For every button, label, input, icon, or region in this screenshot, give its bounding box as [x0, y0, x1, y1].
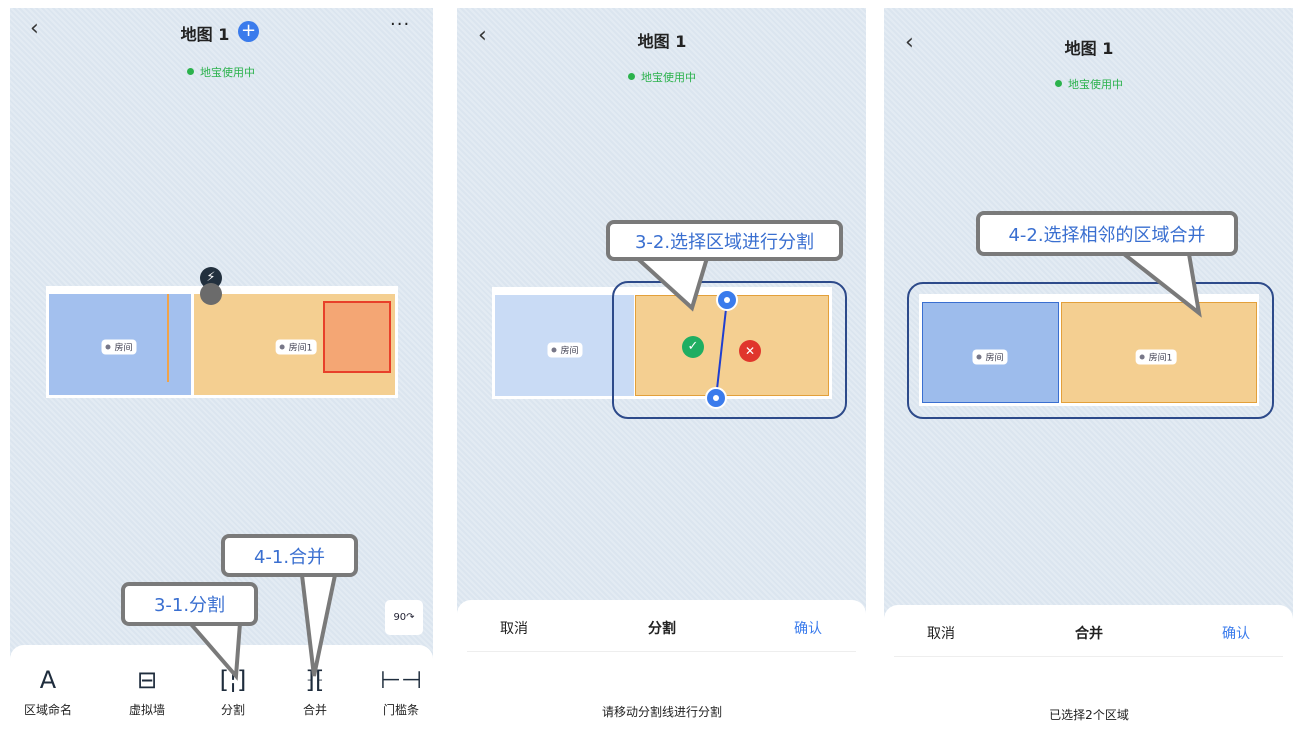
tool-label: 虚拟墙	[128, 703, 165, 717]
confirm-check-icon[interactable]: ✓	[682, 336, 704, 358]
room-label[interactable]: 房间1	[1135, 349, 1177, 365]
cancel-button[interactable]: 取消	[927, 626, 955, 642]
page-title: 地图 1	[180, 25, 230, 44]
action-sheet: 取消 分割 确认 请移动分割线进行分割	[457, 600, 866, 744]
status-text: 地宝使用中	[628, 69, 696, 85]
rotate-label: 90	[393, 612, 407, 623]
callout-select-merge: 4-2.选择相邻的区域合并	[976, 211, 1238, 256]
tool-split[interactable]: [¦] 分割	[198, 665, 268, 718]
mode-title: 分割	[648, 621, 676, 637]
more-icon[interactable]: ···	[390, 14, 411, 35]
phone-screen-3: ‹ 地图 1 地宝使用中 房间 房间1 4-2.选择相邻的区域合并 取消 合并 …	[884, 8, 1293, 744]
phone-screen-2: ‹ 地图 1 地宝使用中 房间 ✓ ✕ 3-2.选择区域进行分割 取消 分割 确…	[457, 8, 866, 744]
add-map-button[interactable]: +	[238, 21, 259, 42]
back-button[interactable]: ‹	[905, 30, 914, 55]
hint-text: 已选择2个区域	[1049, 708, 1129, 722]
tool-merge[interactable]: ⁆⁅ 合并	[280, 665, 350, 718]
map-area: 房间 房间1	[919, 294, 1259, 406]
callout-merge: 4-1.合并	[221, 534, 358, 577]
room-label[interactable]: 房间	[101, 339, 137, 355]
hint-text: 请移动分割线进行分割	[601, 705, 723, 719]
room-label[interactable]: 房间	[547, 342, 583, 358]
mode-title: 合并	[1075, 626, 1103, 642]
no-go-zone[interactable]	[323, 301, 391, 373]
tool-label: 分割	[220, 703, 245, 717]
action-sheet: 取消 合并 确认 已选择2个区域	[884, 605, 1293, 744]
threshold-icon: ⊢⊣	[380, 666, 422, 694]
split-icon: [¦]	[219, 666, 247, 694]
tool-label: 合并	[302, 703, 327, 717]
tool-bar: A 区域命名 ⊟ 虚拟墙 [¦] 分割 ⁆⁅ 合并 ⊢⊣ 门槛条	[10, 645, 433, 744]
robot-icon	[200, 283, 222, 305]
cancel-x-icon[interactable]: ✕	[739, 340, 761, 362]
divider	[467, 651, 856, 652]
selection-outline	[612, 281, 847, 419]
text-a-icon: A	[39, 666, 57, 694]
room-label[interactable]: 房间1	[275, 339, 317, 355]
page-title: 地图 1	[1064, 39, 1114, 58]
status-text: 地宝使用中	[1055, 76, 1123, 92]
map-area: 房间 房间1	[46, 286, 398, 398]
tool-threshold[interactable]: ⊢⊣ 门槛条	[366, 665, 433, 718]
virtual-wall-icon: ⊟	[136, 666, 158, 694]
rotate-90-button[interactable]: 90↷	[385, 600, 423, 635]
divider	[894, 656, 1283, 657]
tool-virtual-wall[interactable]: ⊟ 虚拟墙	[112, 665, 182, 718]
status-text: 地宝使用中	[187, 64, 255, 80]
selection-outline	[907, 282, 1274, 419]
room-label[interactable]: 房间	[972, 349, 1008, 365]
tool-rename[interactable]: A 区域命名	[13, 665, 83, 718]
page-title: 地图 1	[637, 32, 687, 51]
back-button[interactable]: ‹	[30, 16, 39, 41]
divider-line	[167, 294, 169, 382]
confirm-button[interactable]: 确认	[794, 621, 822, 637]
back-button[interactable]: ‹	[478, 23, 487, 48]
tool-label: 门槛条	[382, 703, 419, 717]
tool-label: 区域命名	[23, 703, 72, 717]
callout-select-split: 3-2.选择区域进行分割	[606, 220, 843, 261]
cancel-button[interactable]: 取消	[500, 621, 528, 637]
confirm-button[interactable]: 确认	[1222, 626, 1250, 642]
merge-icon: ⁆⁅	[305, 666, 325, 694]
callout-split: 3-1.分割	[121, 582, 258, 626]
